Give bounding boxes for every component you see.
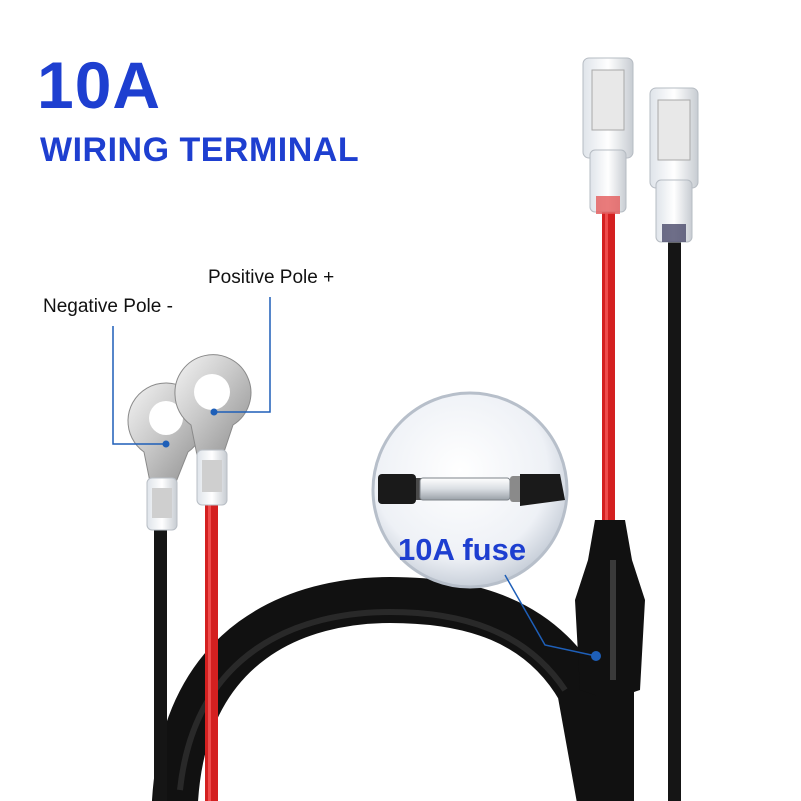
positive-callout-dot [210,408,218,416]
fuse-label: 10A fuse [398,532,527,567]
positive-ring-terminal [174,354,252,506]
right-red-wire [602,210,615,540]
positive-pole-label: Positive Pole + [208,267,335,288]
negative-callout-dot [162,440,170,448]
black-spade-terminal [649,87,699,243]
title-sub: WIRING TERMINAL [40,131,360,169]
right-black-wire [668,240,681,801]
negative-pole-label: Negative Pole - [43,296,173,317]
title-main: 10A [37,48,162,122]
red-spade-terminal [582,57,634,214]
fuse-callout-dot [591,651,601,661]
negative-wire [154,525,167,801]
callout-lines [112,297,597,657]
positive-wire [205,500,218,801]
fuse-magnifier [371,391,569,589]
